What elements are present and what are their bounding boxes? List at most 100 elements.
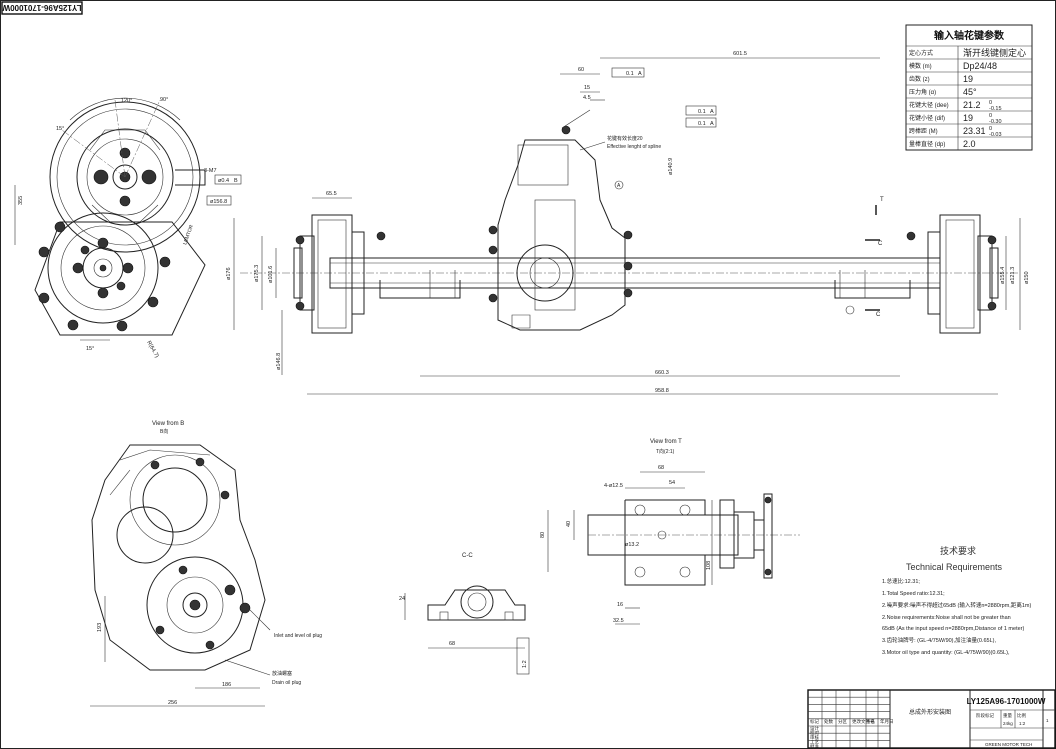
view-t-dim-68: 68	[658, 465, 664, 471]
tb-scale: 1:2	[1019, 721, 1026, 726]
tb-sign-cell: 工艺	[810, 740, 819, 745]
front-dim-dia-155-4: ø155.4	[1000, 267, 1006, 284]
view-from-b: View from B B向 Inlet and level oil plug …	[90, 421, 322, 707]
front-tol-3: 0.1	[698, 121, 706, 127]
title-block: 标记处数分区更改文件号签名年月日设计校对审核工艺批准 总成外形安装图 LY125…	[807, 689, 1056, 749]
tb-sheet: 1	[1046, 718, 1049, 723]
view-b-title-cn: B向	[160, 428, 168, 435]
req-line-3: 2.噪声要求:噪声不得超过65dB (输入转速n=2880rpm,距离1m)	[882, 601, 1031, 609]
req-line-7: 3.Motor oil type and quantity: (GL-4/75W…	[882, 650, 1010, 656]
spline-row-value: 23.31	[963, 126, 986, 136]
front-dim-15: 15	[584, 85, 590, 91]
front-datum-a: A	[617, 183, 621, 189]
front-dim-4-5: 4.5	[583, 95, 591, 101]
view-b-title: View from B	[152, 421, 184, 427]
req-line-2: 1.Total Speed ratio:12.31;	[882, 591, 945, 597]
spline-row-label: 齿数 (z)	[909, 75, 930, 83]
tb-sign-cell: 批准	[810, 743, 819, 749]
spline-row-label: 花键大径 (dee)	[909, 101, 949, 109]
front-dim-dia-175-3: ø175.3	[254, 265, 260, 282]
spline-row-tol-upper: 0	[989, 113, 992, 119]
tb-sign-cell: 审核	[810, 734, 819, 741]
front-tol-2: 0.1	[698, 109, 706, 115]
spline-parameter-table: 输入轴花键参数 定心方式渐开线键侧定心模数 (m)Dp24/48齿数 (z)19…	[905, 24, 1033, 151]
spline-row-label: 花键小径 (dif)	[909, 114, 945, 122]
front-view: 601.5 60 15 4.5 0.1 A 0.1 A 0.1 A 花键有效长度…	[226, 51, 1030, 395]
spline-row-value: Dp24/48	[963, 61, 997, 71]
side-dim-position-tol: ø0.4	[218, 178, 229, 184]
view-b-dim-256: 256	[168, 700, 177, 706]
front-dim-spline-dia: ø140.9	[668, 158, 674, 175]
view-b-drain-label-cn: 放油螺塞	[272, 670, 292, 677]
front-dim-60: 60	[578, 67, 584, 73]
svg-text:LY125A96-1701000W: LY125A96-1701000W	[2, 3, 81, 12]
spline-row-tol-upper: 0	[989, 100, 992, 106]
tb-company: GREEN MOTOR TECH	[985, 742, 1032, 747]
section-cc-title: C-C	[462, 553, 473, 559]
front-dim-dia-121-3: ø121.3	[1010, 267, 1016, 284]
view-t-dim-108: 108	[706, 561, 712, 570]
side-dim-3-m7: 3-M7	[204, 168, 217, 174]
tb-col-stage: 阶段标记	[976, 712, 994, 719]
side-dim-angle-90: 90°	[160, 97, 168, 103]
section-cc: C-C 24 68 1:2	[399, 553, 530, 675]
spline-row-label: 压力角 (α)	[909, 88, 936, 96]
front-section-t: T	[880, 197, 884, 203]
spline-row-tol-upper: 0	[989, 126, 992, 132]
side-dim-angle-bottom: 15°	[86, 346, 94, 352]
front-dim-dia-101-6: ø101.6	[268, 266, 274, 283]
req-line-4: 2.Noise requirements:Noise shall not be …	[882, 615, 1011, 621]
tb-sign-cell: 校对	[810, 730, 819, 737]
front-tol-2-datum: A	[710, 109, 714, 115]
side-dim-angle-120: 120°	[121, 98, 132, 104]
spline-row-tol-lower: -0.03	[989, 132, 1002, 138]
spline-row-label: 跨棒距 (M)	[909, 127, 938, 135]
req-title: Technical Requirements	[906, 562, 1003, 572]
view-t-dim-80: 80	[540, 532, 546, 538]
front-dim-bolts: ø146.8	[276, 353, 282, 370]
tb-header-cell: 处数	[824, 718, 833, 725]
req-title-cn: 技术要求	[940, 545, 976, 556]
front-section-c-top: C	[878, 241, 883, 247]
front-section-c-bottom: C	[876, 312, 881, 318]
spline-row-value: 渐开线键侧定心	[963, 47, 1026, 58]
side-view: 120° 90° 15° 3-M7 ø0.4 B ø156.8 355	[14, 97, 242, 359]
side-dim-datum-b: B	[234, 178, 238, 184]
view-b-dim-193: 193	[97, 623, 103, 632]
view-b-dim-186: 186	[222, 682, 231, 688]
view-t-dim-32-5: 32.5	[613, 618, 624, 624]
front-dim-dia-176: ø176	[226, 267, 232, 280]
side-dim-bolt-circle: ø156.8	[210, 199, 227, 205]
side-dim-355: 355	[18, 196, 24, 205]
tb-drawing-title: 总成外形安装图	[909, 708, 951, 716]
front-effective-length-en: Effective lenght of spline	[607, 144, 661, 150]
view-t-dim-holes: 4-ø12.5	[604, 483, 623, 489]
front-dim-601-5: 601.5	[733, 51, 747, 57]
tb-header-cell: 签名	[866, 718, 875, 725]
view-t-title-cn: T向(2:1)	[656, 448, 675, 455]
tb-header-cell: 标记	[810, 718, 819, 725]
spline-row-tol-lower: -0.15	[989, 106, 1002, 112]
view-t-title: View from T	[650, 439, 682, 445]
section-cc-dim-68: 68	[449, 641, 455, 647]
front-tol-3-datum: A	[710, 121, 714, 127]
side-brand: LEMTOR	[182, 224, 195, 246]
spline-row-label: 定心方式	[909, 49, 933, 57]
front-dim-dia-150: ø150	[1024, 271, 1030, 284]
tb-col-scale: 比例	[1017, 712, 1026, 719]
section-cc-dim-24: 24	[399, 596, 405, 602]
front-tol-1: 0.1	[626, 71, 634, 77]
view-from-t: View from T T向(2:1) 4-ø12.5 68 54 40 80 …	[540, 439, 800, 625]
tb-weight: 24kg	[1003, 721, 1013, 726]
front-dim-65-5: 65.5	[326, 191, 337, 197]
view-t-dim-40: 40	[566, 521, 572, 527]
front-dim-958-8: 958.8	[655, 388, 669, 394]
spline-row-value: 19	[963, 74, 973, 84]
tb-col-weight: 重量	[1003, 712, 1012, 719]
front-dim-660-3: 660.3	[655, 370, 669, 376]
view-t-dim-dia-13-2: ø13.2	[625, 542, 639, 548]
view-t-dim-54: 54	[669, 480, 675, 486]
side-dim-angle-15: 15°	[56, 126, 64, 132]
req-line-5: 65dB (As the input speed n=2880rpm,Dista…	[882, 626, 1024, 632]
tb-header-cell: 分区	[838, 718, 847, 725]
